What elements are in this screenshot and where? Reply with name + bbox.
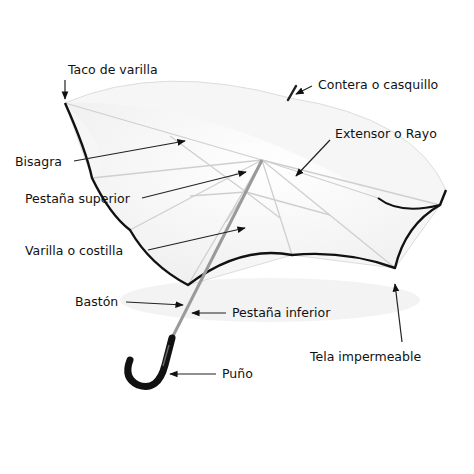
shadow xyxy=(120,278,420,322)
part-label: Puño xyxy=(222,366,253,382)
handle-highlight xyxy=(163,345,169,366)
handle xyxy=(128,338,172,386)
part-label: Pestaña inferior xyxy=(232,305,330,321)
part-label: Taco de varilla xyxy=(68,62,158,78)
part-label: Bisagra xyxy=(15,154,62,170)
part-label: Pestaña superior xyxy=(25,191,130,207)
leader-lines xyxy=(65,80,402,374)
part-label: Varilla o costilla xyxy=(25,243,123,259)
part-label: Contera o casquillo xyxy=(318,77,438,93)
tip xyxy=(288,86,296,100)
part-label: Bastón xyxy=(75,294,118,310)
canopy-rim xyxy=(378,198,440,209)
part-label: Tela impermeable xyxy=(310,349,421,365)
part-label: Extensor o Rayo xyxy=(335,126,437,142)
